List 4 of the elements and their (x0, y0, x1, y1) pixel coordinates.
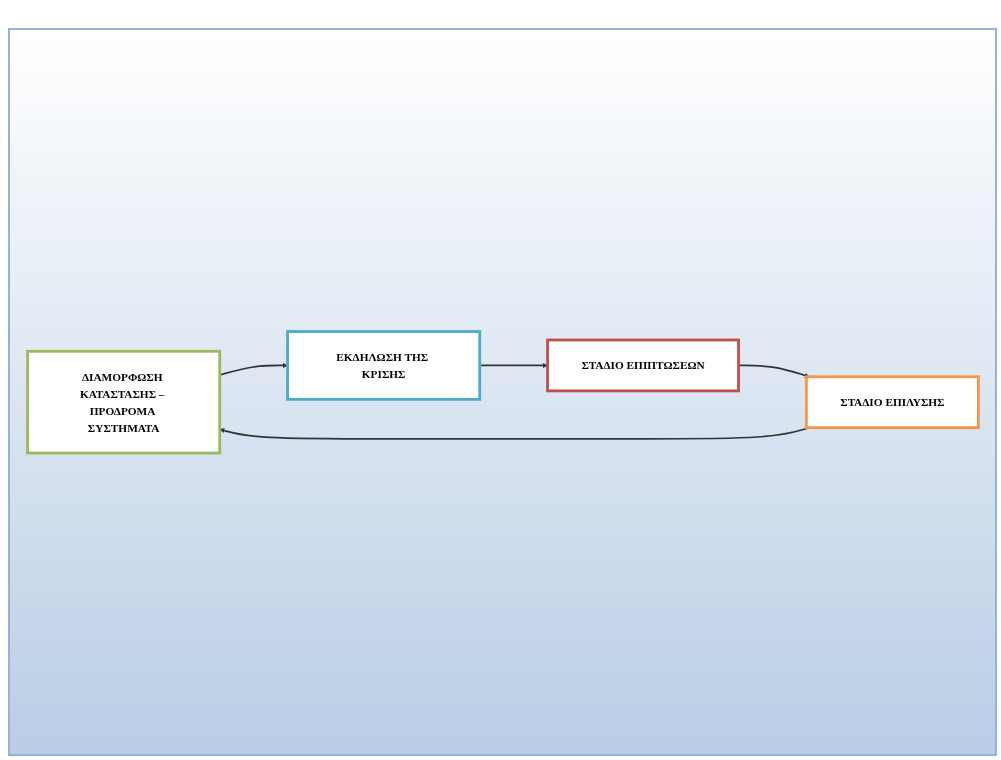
node-box: ΣΤΑΔΙΟ ΕΠΙΠΤΩΣΕΩΝ (545, 338, 740, 392)
node-box: ΕΚΔΗΛΩΣΗ ΤΗΣ ΚΡΙΣΗΣ (285, 329, 481, 401)
node-box: ΔΙΑΜΟΡΦΩΣΗ ΚΑΤΑΣΤΑΣΗΣ – ΠΡΟΔΡΟΜΑ ΣΥΣΤΗΜΑΤΑ (25, 349, 221, 455)
node-box: ΣΤΑΔΙΟ ΕΠΙΛΥΣΗΣ (804, 375, 980, 429)
